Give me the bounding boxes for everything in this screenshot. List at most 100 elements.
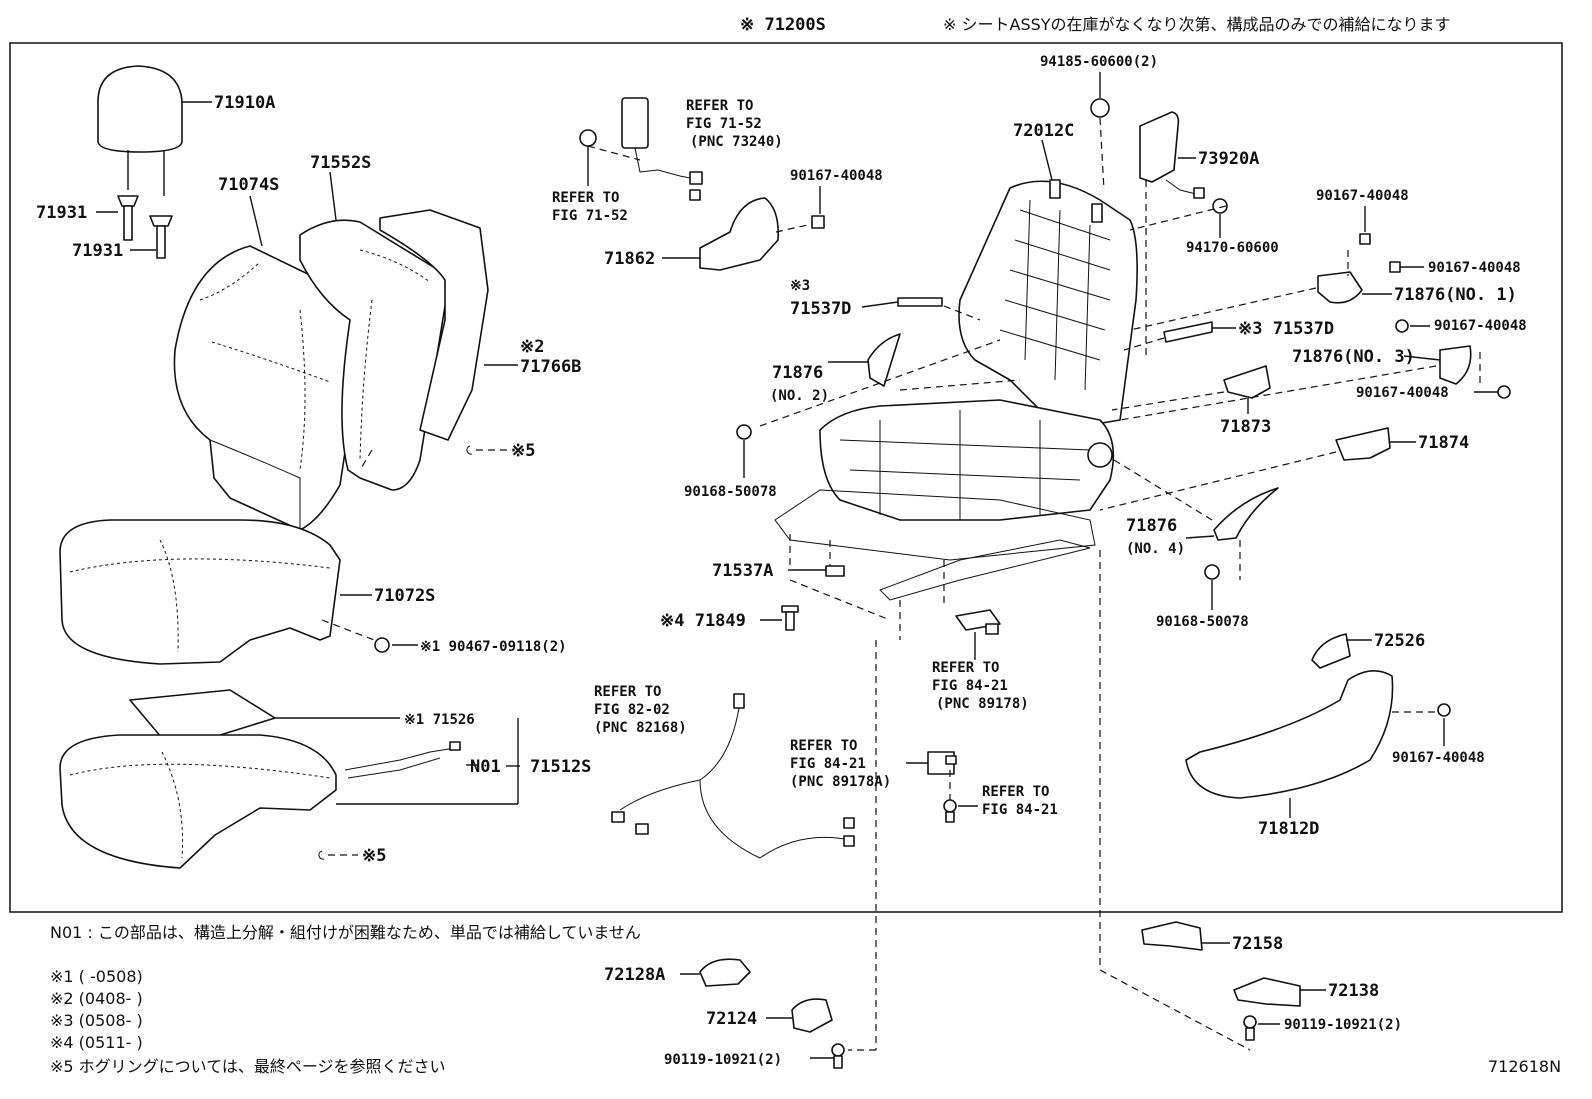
label-72138: 72138 — [1328, 981, 1379, 1001]
bolt-90119-right — [1243, 1015, 1257, 1041]
seatback-board-drawing — [379, 209, 489, 441]
ref-seatbelt-1: REFER TO — [686, 98, 753, 114]
leader-lines — [359, 117, 1481, 1051]
bolt-90168-left — [736, 424, 752, 440]
pad-71537D-right — [1163, 321, 1213, 343]
label-94170: 94170-60600 — [1186, 240, 1279, 256]
label-71874: 71874 — [1418, 433, 1469, 453]
cover-71873 — [1223, 365, 1271, 399]
ref-left-2: FIG 71-52 — [552, 208, 628, 224]
cover-72158 — [1141, 921, 1203, 951]
label-71512S: 71512S — [530, 757, 591, 777]
label-71910A: 71910A — [214, 93, 275, 113]
screw-89178 — [943, 799, 957, 823]
diagram-frame — [9, 42, 1563, 913]
seatback-pad-drawing — [299, 219, 448, 491]
label-71876-no4: 71876 — [1126, 516, 1177, 536]
label-71537D-l: 71537D — [790, 299, 851, 319]
ref-sw2-2: FIG 84-21 — [790, 756, 866, 772]
pin-71849 — [781, 605, 799, 631]
label-72158: 72158 — [1232, 934, 1283, 954]
note-2: ※2 (0408- ) — [50, 989, 143, 1008]
label-90168-l: 90168-50078 — [684, 484, 777, 500]
label-71862: 71862 — [604, 249, 655, 269]
switch-89178-drawing — [955, 609, 1001, 635]
label-71876-no1: 71876(NO. 1) — [1394, 285, 1517, 305]
pad-71537A — [825, 565, 845, 577]
label-71876-no3: 71876(NO. 3) — [1292, 347, 1415, 367]
label-71876-l: 71876 — [772, 363, 823, 383]
label-94185: 94185-60600(2) — [1040, 54, 1158, 70]
label-90167-b: 90167-40048 — [1316, 188, 1409, 204]
label-mark5-bottom: ※5 — [362, 846, 386, 866]
hog-ring-icon-bottom — [318, 850, 325, 860]
screw-90167-d — [1395, 319, 1409, 333]
cover-71862-drawing — [699, 197, 780, 271]
label-90167-f: 90167-40048 — [1392, 750, 1485, 766]
screw-90167-f — [1437, 703, 1451, 717]
label-71812D: 71812D — [1258, 819, 1319, 839]
label-71537A: 71537A — [712, 561, 773, 581]
label-72526: 72526 — [1374, 631, 1425, 651]
note-4: ※4 (0511- ) — [50, 1033, 143, 1052]
cover-72138 — [1233, 977, 1301, 1007]
headrest-drawing — [97, 65, 183, 196]
ref-sw3-1: REFER TO — [982, 784, 1049, 800]
ref-sw3-2: FIG 84-21 — [982, 802, 1058, 818]
label-72124: 72124 — [706, 1009, 757, 1029]
label-90119-l: 90119-10921(2) — [664, 1052, 782, 1068]
label-90167-e: 90167-40048 — [1356, 385, 1449, 401]
assy-note: ※ シートASSYの在庫がなくなり次第、構成品のみでの補給になります — [943, 15, 1451, 34]
note-n01: N01 : この部品は、構造上分解・組付けが困難なため、単品では補給していません — [50, 923, 641, 942]
label-90119-r: 90119-10921(2) — [1284, 1017, 1402, 1033]
note-5: ※5 ホグリングについては、最終ページを参照ください — [50, 1057, 446, 1076]
ref-harness-3: (PNC 82168) — [594, 720, 687, 736]
cushion-cover-drawing — [59, 519, 341, 665]
label-71552S: 71552S — [310, 153, 371, 173]
label-72128A: 72128A — [604, 965, 665, 985]
label-73920A: 73920A — [1198, 149, 1259, 169]
note-1: ※1 ( -0508) — [50, 967, 143, 986]
pad-71537D-left — [897, 297, 943, 307]
figure-id: 712618N — [1488, 1057, 1561, 1076]
screw-90167-c — [1389, 261, 1401, 273]
cover-71876-no1 — [1317, 271, 1363, 304]
label-71537D-r: ※3 71537D — [1238, 319, 1334, 339]
nut-94185 — [1090, 98, 1110, 118]
bolt-icon — [579, 129, 597, 147]
label-71931-a: 71931 — [36, 203, 87, 223]
ref-harness-2: FIG 82-02 — [594, 702, 670, 718]
assy-code: ※ 71200S — [740, 15, 826, 35]
clip-icon — [374, 637, 390, 653]
bolt-90168-right — [1204, 564, 1220, 580]
knob-72526 — [1311, 633, 1351, 669]
screw-90167-e — [1497, 385, 1511, 399]
label-90167-d: 90167-40048 — [1434, 318, 1527, 334]
hog-ring-icon — [466, 445, 473, 455]
label-71931-b: 71931 — [72, 241, 123, 261]
ref-sw2-3: (PNC 89178A) — [790, 774, 891, 790]
label-mark5-top: ※5 — [511, 441, 535, 461]
cap-72124 — [791, 998, 833, 1033]
label-90467: ※1 90467-09118(2) — [420, 639, 567, 655]
label-71526: ※1 71526 — [404, 712, 475, 728]
side-shield-71812D — [1185, 670, 1394, 799]
label-90167-a: 90167-40048 — [790, 168, 883, 184]
nut-94170 — [1212, 198, 1228, 214]
cap-72128A — [699, 958, 751, 987]
headrest-support-drawing — [117, 195, 173, 259]
label-71537D-mark-l: ※3 — [790, 278, 810, 294]
label-N01: N01 — [470, 757, 501, 777]
label-71766B-mark: ※2 — [520, 337, 544, 357]
ref-sw-2: FIG 84-21 — [932, 678, 1008, 694]
label-71849: ※4 71849 — [660, 611, 746, 631]
ref-harness-1: REFER TO — [594, 684, 661, 700]
note-3: ※3 (0508- ) — [50, 1011, 143, 1030]
ref-sw-3: (PNC 89178) — [936, 696, 1029, 712]
label-71876-l-no: (NO. 2) — [770, 388, 829, 404]
cover-71876-no2 — [867, 333, 901, 387]
label-72012C: 72012C — [1013, 121, 1074, 141]
airbag-73920A-drawing — [1139, 111, 1205, 199]
bolt-90119-left — [831, 1043, 845, 1069]
